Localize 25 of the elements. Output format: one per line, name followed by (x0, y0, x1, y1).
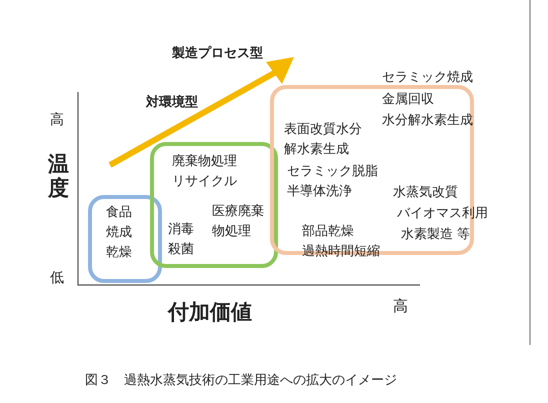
item-text: 消毒殺菌 (168, 221, 195, 259)
item-text: 金属回収 (382, 91, 434, 109)
item-text: セラミック焼成 (382, 69, 473, 87)
item-text: セラミック脱脂 (287, 163, 378, 181)
axis-tick-label: 高 (50, 112, 64, 129)
axis-tick-label: 低 (50, 270, 64, 287)
axis-title: 付加価値 (168, 300, 252, 324)
rounded-box (88, 195, 162, 283)
item-text: 水素製造 等 (401, 226, 470, 244)
arrow-label: 対環境型 (146, 95, 198, 111)
item-text: 水分解水素生成 (382, 112, 473, 130)
item-text: 半導体洗浄 (287, 183, 352, 201)
item-text: 食品焼成乾燥 (106, 204, 133, 262)
item-text: バイオマス利用 (397, 205, 488, 223)
item-text: 水蒸気改質 (393, 184, 458, 202)
rounded-box (150, 142, 278, 268)
arrow-label: 製造プロセス型 (172, 46, 263, 62)
item-text: 医療廃棄物処理 (212, 203, 265, 241)
caption: 図３ 過熱水蒸気技術の工業用途への拡大のイメージ (85, 373, 397, 389)
axis-tick-label: 高 (393, 297, 408, 315)
axis-title: 温度 (48, 152, 69, 200)
item-text: 廃棄物処理リサイクル (172, 153, 238, 191)
item-text: 過熱時間短縮 (302, 243, 380, 261)
item-text: 表面改質水分解水素生成 (284, 121, 363, 159)
item-text: 部品乾燥 (302, 223, 354, 241)
